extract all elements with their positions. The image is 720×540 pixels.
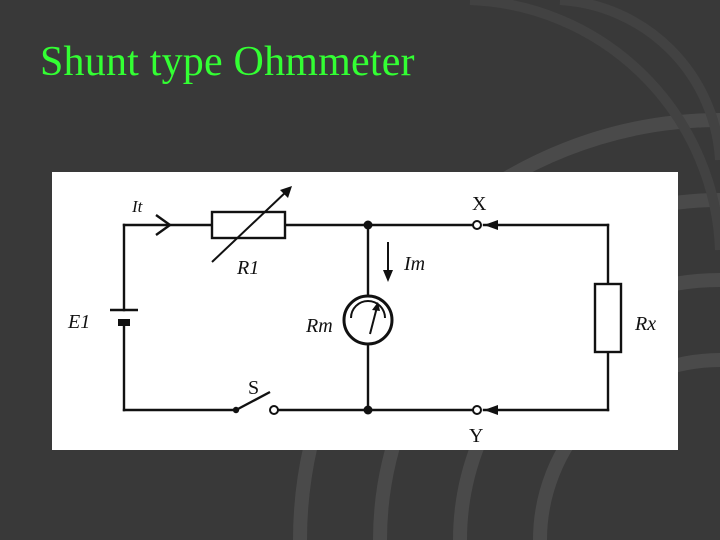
label-e1: E1 bbox=[67, 311, 90, 333]
label-y: Y bbox=[469, 425, 483, 447]
arrow-into-y-icon bbox=[484, 405, 498, 415]
background-top-arc bbox=[469, 0, 720, 251]
current-arrow-it-icon bbox=[155, 214, 173, 236]
label-im: Im bbox=[403, 253, 425, 275]
label-s: S bbox=[248, 377, 259, 399]
junction-bottom bbox=[363, 405, 373, 415]
circuit-diagram-panel: It X R1 Im Rm E1 Rx S Y bbox=[52, 172, 678, 450]
switch-contact bbox=[269, 405, 279, 415]
label-rm: Rm bbox=[305, 315, 333, 337]
terminal-y bbox=[472, 405, 482, 415]
arrow-into-x-icon bbox=[484, 220, 498, 230]
current-arrow-im-head-icon bbox=[383, 270, 393, 282]
label-r1: R1 bbox=[236, 257, 259, 279]
slide-title: Shunt type Ohmmeter bbox=[40, 39, 415, 85]
junction-top bbox=[363, 220, 373, 230]
label-it: It bbox=[131, 197, 144, 216]
label-rx: Rx bbox=[634, 313, 656, 335]
circuit-diagram: It X R1 Im Rm E1 Rx S Y bbox=[67, 186, 656, 447]
meter-needle-head-icon bbox=[372, 302, 380, 311]
battery-plate-short bbox=[118, 319, 130, 326]
resistor-r1 bbox=[210, 210, 287, 240]
meter-needle bbox=[369, 306, 378, 335]
meter-scale-arc bbox=[350, 300, 386, 319]
terminal-x bbox=[472, 220, 482, 230]
variable-arrow-head-icon bbox=[280, 186, 292, 198]
label-x: X bbox=[472, 193, 487, 215]
switch-blade bbox=[235, 390, 271, 412]
resistor-rx bbox=[593, 282, 623, 354]
meter-rm bbox=[342, 294, 394, 346]
resistor-r1-variable-arrow bbox=[211, 189, 289, 263]
